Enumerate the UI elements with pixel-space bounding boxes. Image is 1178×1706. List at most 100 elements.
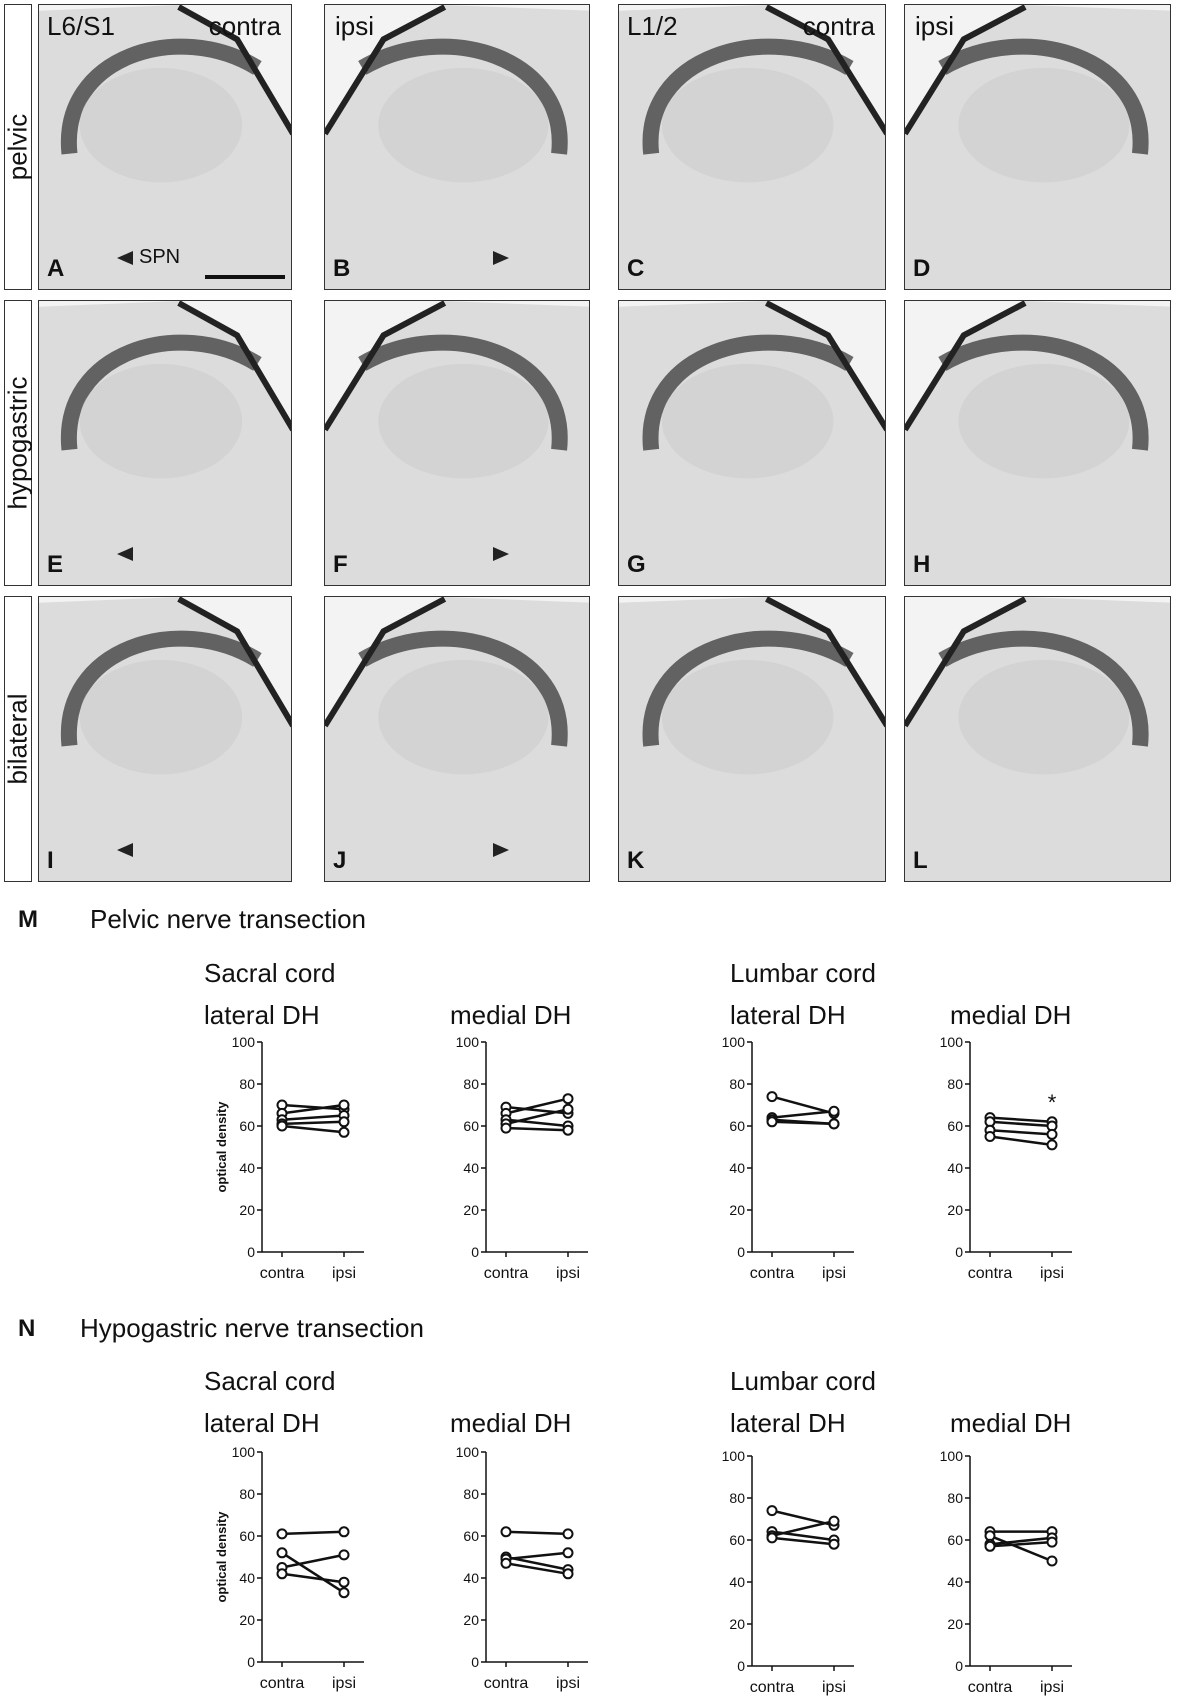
- y-tick-label: 100: [940, 1034, 964, 1050]
- y-tick-label: 0: [737, 1658, 745, 1674]
- y-tick-label: 20: [239, 1202, 255, 1218]
- y-tick-label: 0: [955, 1244, 963, 1260]
- series-line: [281, 1103, 345, 1111]
- y-tick-label: 80: [947, 1076, 963, 1092]
- series-line: [771, 1110, 835, 1119]
- series-line: [989, 1536, 1053, 1546]
- data-point-contra: [766, 1505, 778, 1517]
- tissue-image: [905, 301, 1170, 585]
- series-line: [281, 1530, 345, 1536]
- tissue-image: [39, 5, 291, 289]
- y-tick-label: 20: [239, 1612, 255, 1628]
- panel-letter: K: [627, 847, 645, 874]
- data-point-ipsi: [828, 1538, 840, 1550]
- row-label-text: pelvic: [2, 113, 33, 181]
- data-point-ipsi: [828, 1515, 840, 1527]
- data-point-ipsi: [338, 1099, 350, 1111]
- y-tick-label: 0: [471, 1654, 479, 1670]
- y-tick-label: 20: [463, 1612, 479, 1628]
- series-line: [505, 1551, 569, 1561]
- y-tick-label: 80: [463, 1076, 479, 1092]
- x-tick-label: ipsi: [822, 1265, 846, 1282]
- side-label-ipsi: ipsi: [335, 11, 375, 41]
- y-tick-label: 40: [729, 1574, 745, 1590]
- y-tick-label: 40: [947, 1160, 963, 1176]
- y-tick-label: 60: [729, 1118, 745, 1134]
- series-line: [505, 1562, 569, 1576]
- data-point-contra: [766, 1116, 778, 1128]
- x-tick-label: contra: [968, 1679, 1013, 1696]
- tissue-image: [325, 301, 589, 585]
- x-tick-label: contra: [968, 1265, 1013, 1282]
- heading-medial-dh-m2: medial DH: [450, 1000, 572, 1030]
- data-point-ipsi: [562, 1528, 574, 1540]
- data-point-contra: [276, 1528, 288, 1540]
- micrograph-panel-l: L: [904, 596, 1171, 882]
- series-line: [505, 1097, 569, 1115]
- panel-letter: C: [627, 255, 645, 282]
- spn-arrowhead-icon: [117, 251, 133, 265]
- series-line: [281, 1551, 345, 1594]
- heading-lateral-dh-n1: lateral DH: [204, 1408, 320, 1438]
- x-tick-label: ipsi: [1040, 1679, 1064, 1696]
- data-point-contra: [984, 1131, 996, 1142]
- micrograph-panel-f: F: [324, 300, 590, 586]
- data-point-ipsi: [562, 1568, 574, 1580]
- data-point-ipsi: [1046, 1139, 1058, 1151]
- y-tick-label: 20: [463, 1202, 479, 1218]
- spn-arrowhead-icon: [493, 843, 509, 857]
- data-point-ipsi: [828, 1105, 840, 1117]
- y-tick-label: 0: [247, 1654, 255, 1670]
- y-tick-label: 20: [947, 1202, 963, 1218]
- series-line: [281, 1124, 345, 1134]
- series-line: [989, 1534, 1053, 1563]
- y-tick-label: 80: [463, 1486, 479, 1502]
- series-line: [281, 1114, 345, 1121]
- micrograph-panel-g: G: [618, 300, 886, 586]
- y-tick-label: 0: [471, 1244, 479, 1260]
- series-line: [989, 1116, 1053, 1124]
- panel-letter: A: [47, 255, 65, 282]
- x-tick-label: contra: [750, 1679, 795, 1696]
- y-tick-label: 100: [456, 1444, 480, 1460]
- spn-arrowhead-icon: [117, 843, 133, 857]
- significance-annotation: *: [1048, 1090, 1057, 1115]
- panel-letter: D: [913, 255, 931, 282]
- y-tick-label: 100: [232, 1034, 256, 1050]
- y-tick-label: 80: [729, 1076, 745, 1092]
- data-point-ipsi: [338, 1526, 350, 1538]
- y-axis-label: optical density: [214, 1511, 229, 1603]
- micrograph-panel-k: K: [618, 596, 886, 882]
- data-point-ipsi: [338, 1549, 350, 1561]
- spn-arrowhead-icon: [117, 547, 133, 561]
- y-tick-label: 80: [239, 1486, 255, 1502]
- heading-sacral-cord-m: Sacral cord: [204, 958, 336, 988]
- y-tick-label: 60: [463, 1118, 479, 1134]
- series-line: [771, 1095, 835, 1115]
- data-point-ipsi: [562, 1093, 574, 1105]
- y-tick-label: 60: [947, 1118, 963, 1134]
- series-line: [771, 1519, 835, 1538]
- section-title-n: Hypogastric nerve transection: [80, 1313, 424, 1343]
- y-tick-label: 60: [947, 1532, 963, 1548]
- series-line: [989, 1120, 1053, 1128]
- side-label-contra: contra: [208, 11, 281, 41]
- panel-letter: F: [333, 551, 348, 578]
- x-tick-label: contra: [484, 1265, 529, 1282]
- x-tick-label: ipsi: [332, 1265, 356, 1282]
- y-tick-label: 20: [729, 1616, 745, 1632]
- y-tick-label: 40: [239, 1570, 255, 1586]
- data-point-contra: [766, 1091, 778, 1103]
- data-point-ipsi: [1046, 1536, 1058, 1548]
- y-tick-label: 80: [239, 1076, 255, 1092]
- y-tick-label: 40: [947, 1574, 963, 1590]
- data-point-contra: [984, 1540, 996, 1552]
- y-tick-label: 100: [722, 1034, 746, 1050]
- heading-sacral-cord-n: Sacral cord: [204, 1366, 336, 1396]
